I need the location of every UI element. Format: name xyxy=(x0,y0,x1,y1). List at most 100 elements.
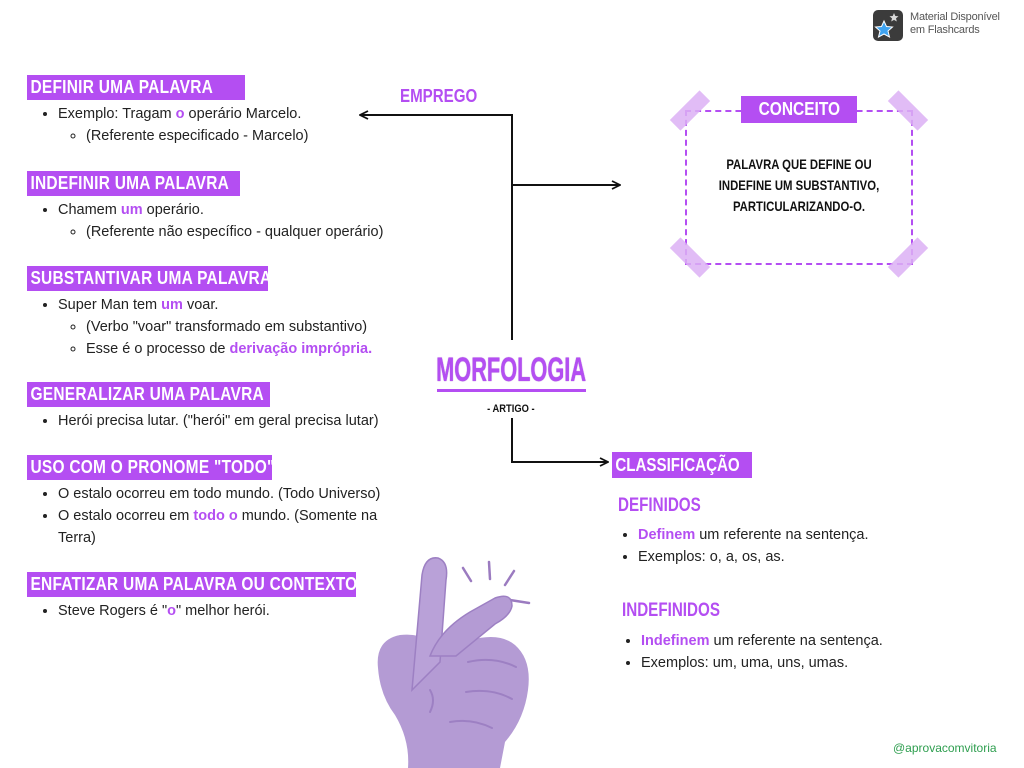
text: Super Man tem xyxy=(58,297,162,313)
highlight-word: Indefinem xyxy=(641,633,710,649)
sub-list-item: (Referente especificado - Marcelo) xyxy=(86,125,412,147)
main-subtitle: - ARTIGO - xyxy=(487,403,535,415)
bullet-list: Indefinem um referente na sentença. Exem… xyxy=(622,630,952,674)
hand-thumb xyxy=(428,595,513,657)
list-item: Indefinem um referente na sentença. xyxy=(641,630,952,652)
bullet-list: Steve Rogers é "o" melhor herói. xyxy=(27,600,412,622)
text: Exemplos: um, uma, uns, umas. xyxy=(641,655,849,671)
concept-header: CONCEITO xyxy=(741,96,857,123)
highlight-word: derivação imprópria. xyxy=(229,341,373,357)
text: um referente na sentença. xyxy=(709,633,883,649)
highlight-word: um xyxy=(161,297,183,313)
sub-list: (Referente não específico - qualquer ope… xyxy=(58,221,412,243)
text: Chamem xyxy=(58,202,121,218)
bullet-list: Exemplo: Tragam o operário Marcelo. (Ref… xyxy=(27,103,412,147)
snap-lines xyxy=(461,560,531,605)
concept-text: PALAVRA QUE DEFINE OU INDEFINE UM SUBSTA… xyxy=(685,154,913,217)
emprego-label: EMPREGO xyxy=(400,86,478,106)
section-substantivar-palavra: SUBSTANTIVAR UMA PALAVRA Super Man tem u… xyxy=(27,266,412,360)
main-title-wrap: MORFOLOGIA xyxy=(391,350,631,390)
section-pronome-todo: USO COM O PRONOME "TODO" O estalo ocorre… xyxy=(27,455,412,549)
section-header: USO COM O PRONOME "TODO" xyxy=(27,455,275,480)
text: Esse é o processo de xyxy=(86,341,230,357)
list-item: Definem um referente na sentença. xyxy=(638,524,948,546)
text: O estalo ocorreu em todo mundo. (Todo Un… xyxy=(58,486,381,502)
section-title: USO COM O PRONOME "TODO" xyxy=(30,457,275,477)
section-title: GENERALIZAR UMA PALAVRA xyxy=(30,384,264,404)
classification-title: CLASSIFICAÇÃO xyxy=(615,455,740,475)
highlight-word: todo o xyxy=(193,508,238,524)
group-title: DEFINIDOS xyxy=(618,495,701,516)
main-title: MORFOLOGIA xyxy=(436,351,586,389)
list-item: Steve Rogers é "o" melhor herói. xyxy=(58,600,412,622)
title-underline xyxy=(437,389,586,392)
hand-knuckle-lines xyxy=(429,658,517,729)
text: operário Marcelo. xyxy=(184,106,302,122)
text: " melhor herói. xyxy=(175,603,270,619)
text: operário. xyxy=(142,202,204,218)
section-generalizar-palavra: GENERALIZAR UMA PALAVRA Herói precisa lu… xyxy=(27,382,412,432)
list-item: Exemplo: Tragam o operário Marcelo. (Ref… xyxy=(58,103,412,147)
text: um referente na sentença. xyxy=(695,527,869,543)
hand-palm xyxy=(377,634,529,768)
highlight-word: o xyxy=(175,106,185,122)
list-item: O estalo ocorreu em todo o mundo. (Somen… xyxy=(58,505,412,549)
section-definir-palavra: DEFINIR UMA PALAVRA Exemplo: Tragam o op… xyxy=(27,75,412,147)
text: (Referente especificado - Marcelo) xyxy=(86,128,309,144)
list-item: Exemplos: o, a, os, as. xyxy=(638,546,948,568)
highlight-word: Definem xyxy=(638,527,696,543)
bullet-list: Super Man tem um voar. (Verbo "voar" tra… xyxy=(27,294,412,360)
text: Exemplo: Tragam xyxy=(58,106,176,122)
section-enfatizar-palavra: ENFATIZAR UMA PALAVRA OU CONTEXTO Steve … xyxy=(27,572,412,622)
list-item: Chamem um operário. (Referente não espec… xyxy=(58,199,412,243)
group-indefinidos: INDEFINIDOS Indefinem um referente na se… xyxy=(622,599,952,674)
bullet-list: O estalo ocorreu em todo mundo. (Todo Un… xyxy=(27,483,412,549)
text: (Verbo "voar" transformado em substantiv… xyxy=(86,319,368,335)
sub-list: (Referente especificado - Marcelo) xyxy=(58,125,412,147)
group-title: INDEFINIDOS xyxy=(622,600,720,621)
subtitle-wrap: - ARTIGO - xyxy=(451,399,571,417)
concept-line: PARTICULARIZANDO-O. xyxy=(732,198,866,214)
note-line-1: Material Disponível xyxy=(910,11,1000,23)
section-title: INDEFINIR UMA PALAVRA xyxy=(30,173,230,193)
list-item: O estalo ocorreu em todo mundo. (Todo Un… xyxy=(58,483,412,505)
text: O estalo ocorreu em xyxy=(58,508,194,524)
bullet-list: Definem um referente na sentença. Exempl… xyxy=(618,524,948,568)
author-handle: @aprovacomvitoria xyxy=(893,741,997,755)
list-item: Exemplos: um, uma, uns, umas. xyxy=(641,652,952,674)
text: Exemplos: o, a, os, as. xyxy=(638,549,785,565)
hand-index-finger xyxy=(411,557,448,692)
sub-list-item: (Referente não específico - qualquer ope… xyxy=(86,221,412,243)
flashcards-app-icon xyxy=(873,10,903,41)
text: voar. xyxy=(182,297,219,313)
sub-list: (Verbo "voar" transformado em substantiv… xyxy=(58,316,412,360)
concept-line: PALAVRA QUE DEFINE OU xyxy=(726,156,872,172)
group-definidos: DEFINIDOS Definem um referente na senten… xyxy=(618,494,948,568)
section-title: SUBSTANTIVAR UMA PALAVRA xyxy=(30,268,272,288)
bullet-list: Chamem um operário. (Referente não espec… xyxy=(27,199,412,243)
list-item: Super Man tem um voar. (Verbo "voar" tra… xyxy=(58,294,412,360)
list-item: Herói precisa lutar. ("herói" em geral p… xyxy=(58,410,412,432)
section-header: INDEFINIR UMA PALAVRA xyxy=(27,171,240,196)
text: (Referente não específico - qualquer ope… xyxy=(86,224,384,240)
section-title: DEFINIR UMA PALAVRA xyxy=(30,77,214,97)
flashcards-note: Material Disponível em Flashcards xyxy=(910,11,1000,37)
section-header: ENFATIZAR UMA PALAVRA OU CONTEXTO xyxy=(27,572,358,597)
text: mundo. (Somente na Terra) xyxy=(58,508,378,546)
text: Herói precisa lutar. ("herói" em geral p… xyxy=(58,413,379,429)
highlight-word: o xyxy=(167,603,176,619)
section-header: SUBSTANTIVAR UMA PALAVRA xyxy=(27,266,272,291)
section-indefinir-palavra: INDEFINIR UMA PALAVRA Chamem um operário… xyxy=(27,171,412,243)
concept-line: INDEFINE UM SUBSTANTIVO, xyxy=(718,177,880,193)
note-line-2: em Flashcards xyxy=(910,24,980,36)
sub-list-item: (Verbo "voar" transformado em substantiv… xyxy=(86,316,412,338)
section-header: DEFINIR UMA PALAVRA xyxy=(27,75,245,100)
text: Steve Rogers é " xyxy=(58,603,168,619)
sub-list-item: Esse é o processo de derivação imprópria… xyxy=(86,338,412,360)
concept-title: CONCEITO xyxy=(758,99,840,119)
classification-header: CLASSIFICAÇÃO xyxy=(612,452,752,478)
highlight-word: um xyxy=(120,202,143,218)
bullet-list: Herói precisa lutar. ("herói" em geral p… xyxy=(27,410,412,432)
section-header: GENERALIZAR UMA PALAVRA xyxy=(27,382,270,407)
section-title: ENFATIZAR UMA PALAVRA OU CONTEXTO xyxy=(30,574,358,594)
